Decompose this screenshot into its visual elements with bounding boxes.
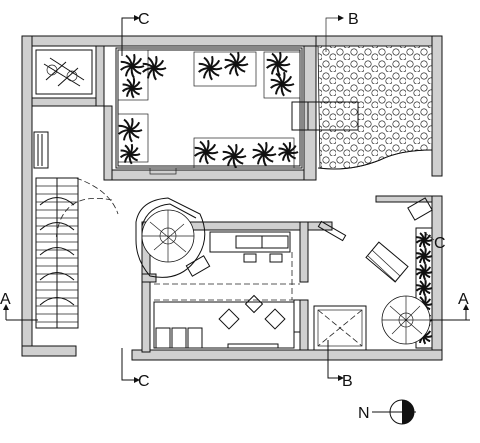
svg-text:A: A xyxy=(458,291,469,308)
svg-text:B: B xyxy=(342,373,353,390)
palm-icon xyxy=(277,141,299,163)
svg-text:B: B xyxy=(348,11,359,28)
svg-text:C: C xyxy=(434,235,446,252)
tree-icon xyxy=(141,209,195,263)
section-marker-b-bottom: B xyxy=(327,340,353,390)
palm-icon xyxy=(415,231,433,249)
tree-planter xyxy=(135,197,211,278)
svg-text:N: N xyxy=(358,405,370,422)
door-swing xyxy=(75,177,119,215)
palm-icon xyxy=(266,51,291,77)
dashed-outlines xyxy=(154,252,300,301)
pebble-garden xyxy=(317,45,433,170)
bicycle-icon xyxy=(43,57,85,87)
section-marker-c-bottom: C xyxy=(121,348,150,390)
top-left-room xyxy=(35,49,93,95)
palm-icon xyxy=(415,279,433,297)
north-arrow: N xyxy=(358,399,416,425)
palm-icon xyxy=(121,77,143,99)
bench xyxy=(33,131,49,169)
section-marker-c-top: C xyxy=(121,11,150,56)
section-marker-a-right: A xyxy=(432,291,470,321)
stepping-bridge xyxy=(291,101,359,131)
right-room xyxy=(313,197,433,351)
section-marker-a-left: A xyxy=(0,291,38,321)
staircase xyxy=(35,177,79,329)
interior-walls xyxy=(31,45,333,353)
palm-icon xyxy=(118,117,143,143)
living-room-furniture xyxy=(153,294,301,349)
palm-icon xyxy=(224,51,249,77)
palm-icon xyxy=(270,71,295,97)
section-marker-b-top: B xyxy=(325,11,359,52)
palm-icon xyxy=(120,53,145,79)
tree-icon xyxy=(381,295,431,345)
section-marker-c-right: C xyxy=(423,231,446,252)
svg-text:C: C xyxy=(138,11,150,28)
palm-icon xyxy=(119,143,141,165)
palm-icon xyxy=(415,247,433,265)
exterior-walls xyxy=(21,35,443,361)
door-swing xyxy=(55,198,113,241)
kitchen-counter xyxy=(209,231,291,263)
svg-text:C: C xyxy=(138,373,150,390)
palm-icon xyxy=(252,141,277,167)
palm-icon xyxy=(142,55,167,81)
palm-icon xyxy=(194,139,219,165)
palm-icon xyxy=(415,263,433,281)
svg-text:A: A xyxy=(0,291,11,308)
palm-icon xyxy=(198,55,223,81)
palm-icon xyxy=(222,143,247,169)
